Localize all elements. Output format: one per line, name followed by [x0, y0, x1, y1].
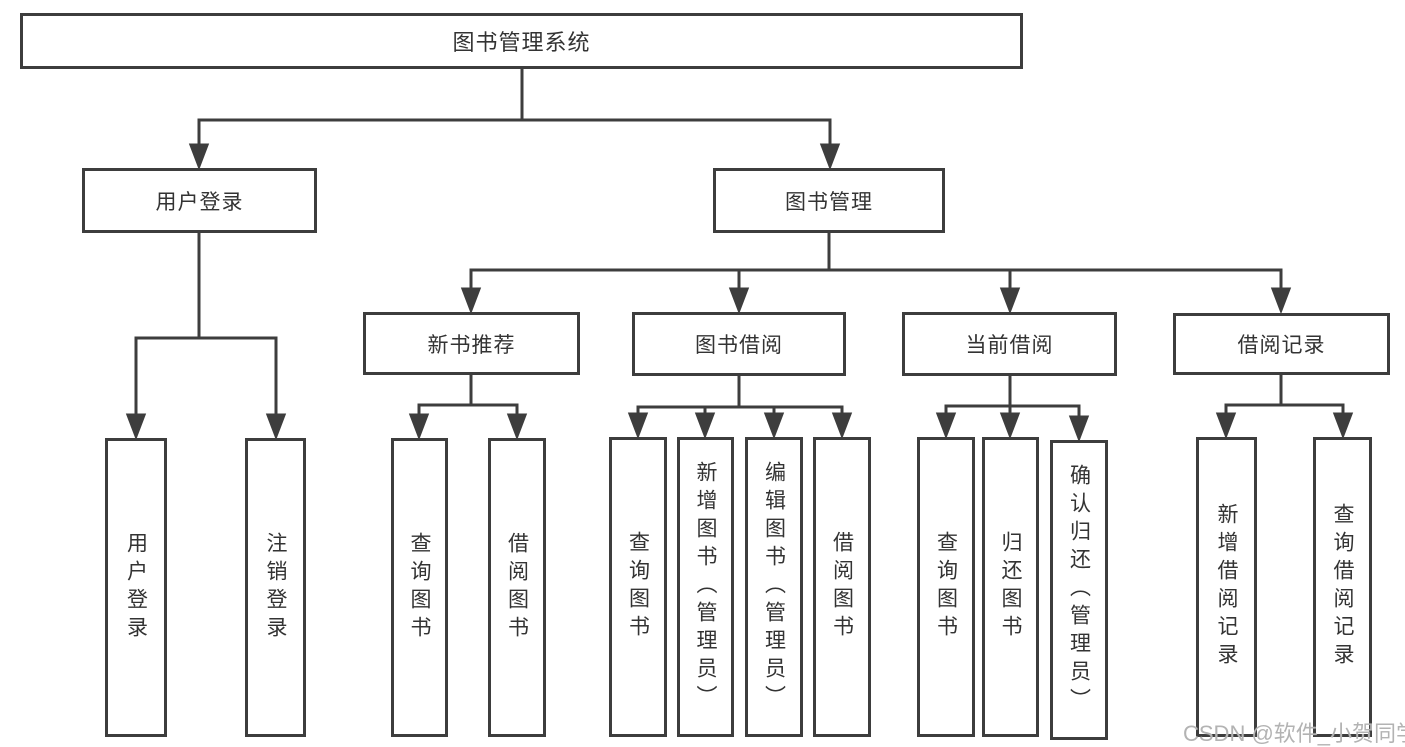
node-logout-label: 注销登录	[264, 531, 287, 644]
node-user-login-label: 用户登录	[124, 531, 148, 644]
node-cb-return-books-label: 归还图书	[999, 531, 1022, 643]
node-logout: 注销登录	[245, 438, 306, 737]
node-nbr-borrow-books-label: 借阅图书	[505, 531, 529, 644]
node-root-label: 图书管理系统	[452, 30, 591, 55]
connector-root-to-level2	[188, 67, 841, 171]
node-user-login: 用户登录	[105, 438, 167, 737]
node-bb-borrow-books: 借阅图书	[813, 437, 871, 737]
node-cb-confirm-return: 确认归还（管理员）	[1050, 440, 1108, 740]
node-bb-query-books-label: 查询图书	[626, 531, 650, 643]
node-cb-query-books: 查询图书	[917, 437, 975, 737]
node-nbr-borrow-books: 借阅图书	[488, 438, 546, 737]
node-borrowing-records: 借阅记录	[1173, 313, 1390, 375]
connector-bookmgmt-to-level3	[460, 231, 1292, 315]
node-bb-borrow-books-label: 借阅图书	[830, 531, 854, 643]
node-bb-add-books: 新增图书（管理员）	[677, 437, 734, 737]
node-book-management: 图书管理	[713, 168, 945, 233]
node-new-book-recommend-label: 新书推荐	[427, 333, 516, 357]
node-cb-return-books: 归还图书	[982, 437, 1039, 737]
node-cb-confirm-return-label: 确认归还（管理员）	[1067, 464, 1091, 716]
connector-userlogin-to-leaves	[125, 231, 287, 441]
node-user-login-module: 用户登录	[82, 168, 317, 233]
node-book-management-label: 图书管理	[785, 190, 873, 214]
node-nbr-query-books: 查询图书	[391, 438, 448, 737]
node-bb-edit-books: 编辑图书（管理员）	[745, 437, 803, 737]
connector-current-to-leaves	[935, 373, 1090, 443]
connector-newbook-to-leaves	[408, 373, 528, 441]
node-br-add-record: 新增借阅记录	[1196, 437, 1257, 737]
node-bb-edit-books-label: 编辑图书（管理员）	[762, 461, 786, 713]
node-bb-query-books: 查询图书	[609, 437, 667, 737]
node-bb-add-books-label: 新增图书（管理员）	[694, 461, 717, 713]
node-br-add-record-label: 新增借阅记录	[1215, 503, 1238, 671]
csdn-watermark: CSDN @软件_小贺同学	[1183, 721, 1405, 746]
node-new-book-recommend: 新书推荐	[363, 312, 580, 375]
node-br-query-record-label: 查询借阅记录	[1331, 503, 1354, 671]
node-br-query-record: 查询借阅记录	[1313, 437, 1372, 737]
node-user-login-module-label: 用户登录	[155, 190, 244, 214]
node-book-borrowing-label: 图书借阅	[695, 334, 783, 357]
node-current-borrowing: 当前借阅	[902, 312, 1117, 376]
node-current-borrowing-label: 当前借阅	[965, 334, 1054, 357]
node-cb-query-books-label: 查询图书	[934, 531, 958, 643]
node-book-borrowing: 图书借阅	[632, 312, 846, 376]
node-nbr-query-books-label: 查询图书	[408, 531, 431, 644]
node-borrowing-records-label: 借阅记录	[1237, 334, 1326, 357]
node-root: 图书管理系统	[20, 13, 1023, 69]
connector-records-to-leaves	[1215, 373, 1354, 440]
connector-borrowing-to-leaves	[627, 373, 853, 440]
